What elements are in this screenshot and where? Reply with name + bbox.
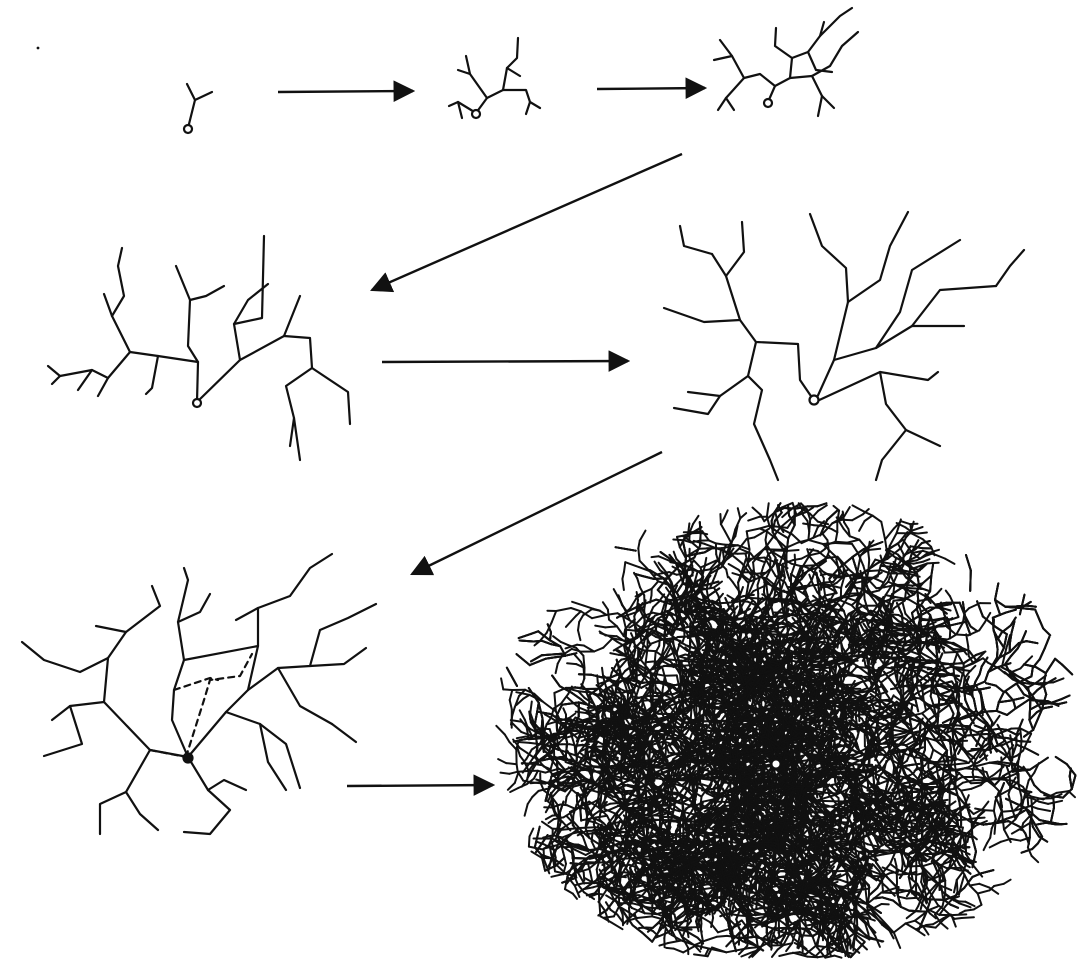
network-branch-segment bbox=[679, 921, 687, 923]
stage-2-tree bbox=[449, 38, 540, 118]
stage-7-dense-network bbox=[496, 503, 1075, 958]
network-branch-segment bbox=[984, 843, 987, 850]
network-branch-segment bbox=[914, 758, 918, 768]
network-branch-segment bbox=[952, 914, 967, 915]
network-branch-segment bbox=[827, 879, 840, 880]
network-branch-segment bbox=[929, 906, 938, 910]
network-branch-segment bbox=[748, 922, 749, 934]
network-branch-segment bbox=[520, 748, 527, 753]
network-branch-segment bbox=[668, 941, 681, 944]
network-branch-segment bbox=[800, 935, 812, 936]
network-branch-segment bbox=[779, 953, 790, 956]
network-branch-segment bbox=[995, 767, 1004, 775]
network-branch-segment bbox=[698, 875, 699, 882]
network-branch-segment bbox=[674, 949, 684, 953]
network-branch-segment bbox=[881, 700, 889, 701]
network-branch-segment bbox=[990, 829, 992, 838]
network-branch-segment bbox=[995, 819, 996, 834]
network-branch-segment bbox=[979, 884, 989, 888]
network-branch-segment bbox=[933, 750, 942, 756]
network-branch-segment bbox=[751, 925, 761, 926]
network-branch-segment bbox=[896, 733, 906, 736]
network-branch-segment bbox=[895, 859, 897, 867]
network-branch-segment bbox=[810, 827, 811, 839]
network-branch-segment bbox=[717, 936, 727, 937]
network-branch-segment bbox=[978, 890, 990, 893]
network-branch-segment bbox=[970, 886, 978, 894]
stage-3-tree bbox=[714, 8, 858, 116]
network-branch-segment bbox=[532, 745, 540, 750]
network-branch-segment bbox=[957, 872, 963, 880]
network-branch-segment bbox=[683, 946, 696, 953]
network-branch-segment bbox=[517, 737, 526, 739]
network-branch-segment bbox=[994, 811, 996, 819]
network-branch-segment bbox=[978, 894, 982, 905]
network-branch-segment bbox=[1002, 732, 1005, 742]
network-branch-segment bbox=[894, 923, 906, 932]
stage-4-tree bbox=[48, 236, 350, 460]
network-branch-segment bbox=[838, 908, 839, 918]
network-branch-segment bbox=[1004, 880, 1011, 884]
network-branch-segment bbox=[906, 923, 916, 929]
network-branch-segment bbox=[602, 668, 603, 678]
network-branch-segment bbox=[955, 918, 962, 919]
network-branch-segment bbox=[907, 912, 915, 919]
network-branch-segment bbox=[790, 887, 799, 888]
network-branch-segment bbox=[834, 956, 841, 958]
network-branch-segment bbox=[937, 767, 939, 781]
network-branch-segment bbox=[772, 950, 778, 957]
network-branch-segment bbox=[858, 857, 859, 867]
network-branch-segment bbox=[927, 739, 933, 749]
network-branch-segment bbox=[994, 716, 1000, 725]
network-branch-segment bbox=[988, 779, 999, 780]
network-branch-segment bbox=[906, 921, 915, 924]
network-branch-segment bbox=[825, 851, 833, 852]
origin-node-icon bbox=[764, 99, 772, 107]
network-branch-segment bbox=[820, 923, 821, 932]
origin-node-icon bbox=[193, 399, 201, 407]
network-branch-segment bbox=[666, 948, 674, 949]
stage-1-tree bbox=[184, 84, 212, 133]
network-branch-segment bbox=[961, 674, 963, 682]
network-branch-segment bbox=[1001, 757, 1002, 767]
network-branch-segment bbox=[615, 792, 625, 793]
origin-node-icon bbox=[184, 125, 192, 133]
origin-node-icon bbox=[184, 754, 193, 763]
network-branch-segment bbox=[576, 712, 586, 713]
network-branch-segment bbox=[962, 917, 974, 918]
network-branch-segment bbox=[861, 821, 862, 831]
network-branch-segment bbox=[960, 911, 966, 914]
network-branch-segment bbox=[790, 952, 800, 953]
origin-node-icon bbox=[472, 110, 480, 118]
network-branch-segment bbox=[916, 929, 925, 935]
network-branch-segment bbox=[525, 804, 528, 816]
network-branch-segment bbox=[1020, 728, 1021, 740]
network-branch-segment bbox=[807, 957, 817, 958]
stage-5-tree bbox=[664, 212, 1024, 480]
network-branch-segment bbox=[926, 924, 933, 925]
network-branch-segment bbox=[871, 939, 884, 942]
network-branch-segment bbox=[894, 933, 900, 949]
network-branch-segment bbox=[994, 801, 995, 811]
network-branch-segment bbox=[965, 910, 974, 911]
network-branch-segment bbox=[970, 884, 980, 886]
network-branch-segment bbox=[813, 937, 816, 946]
network-branch-segment bbox=[706, 937, 717, 941]
network-branch-segment bbox=[954, 880, 957, 893]
network-branch-segment bbox=[961, 875, 964, 887]
network-branch-segment bbox=[729, 913, 730, 924]
network-branch-segment bbox=[532, 791, 538, 797]
network-branch-segment bbox=[666, 797, 675, 798]
network-branch-segment bbox=[990, 763, 999, 764]
network-branch-segment bbox=[894, 726, 903, 729]
origin-node-icon bbox=[810, 396, 819, 405]
network-branch-segment bbox=[994, 884, 1004, 886]
stage-6-tree bbox=[22, 554, 376, 834]
network-branch-segment bbox=[528, 797, 533, 804]
network-branch-segment bbox=[931, 750, 934, 758]
